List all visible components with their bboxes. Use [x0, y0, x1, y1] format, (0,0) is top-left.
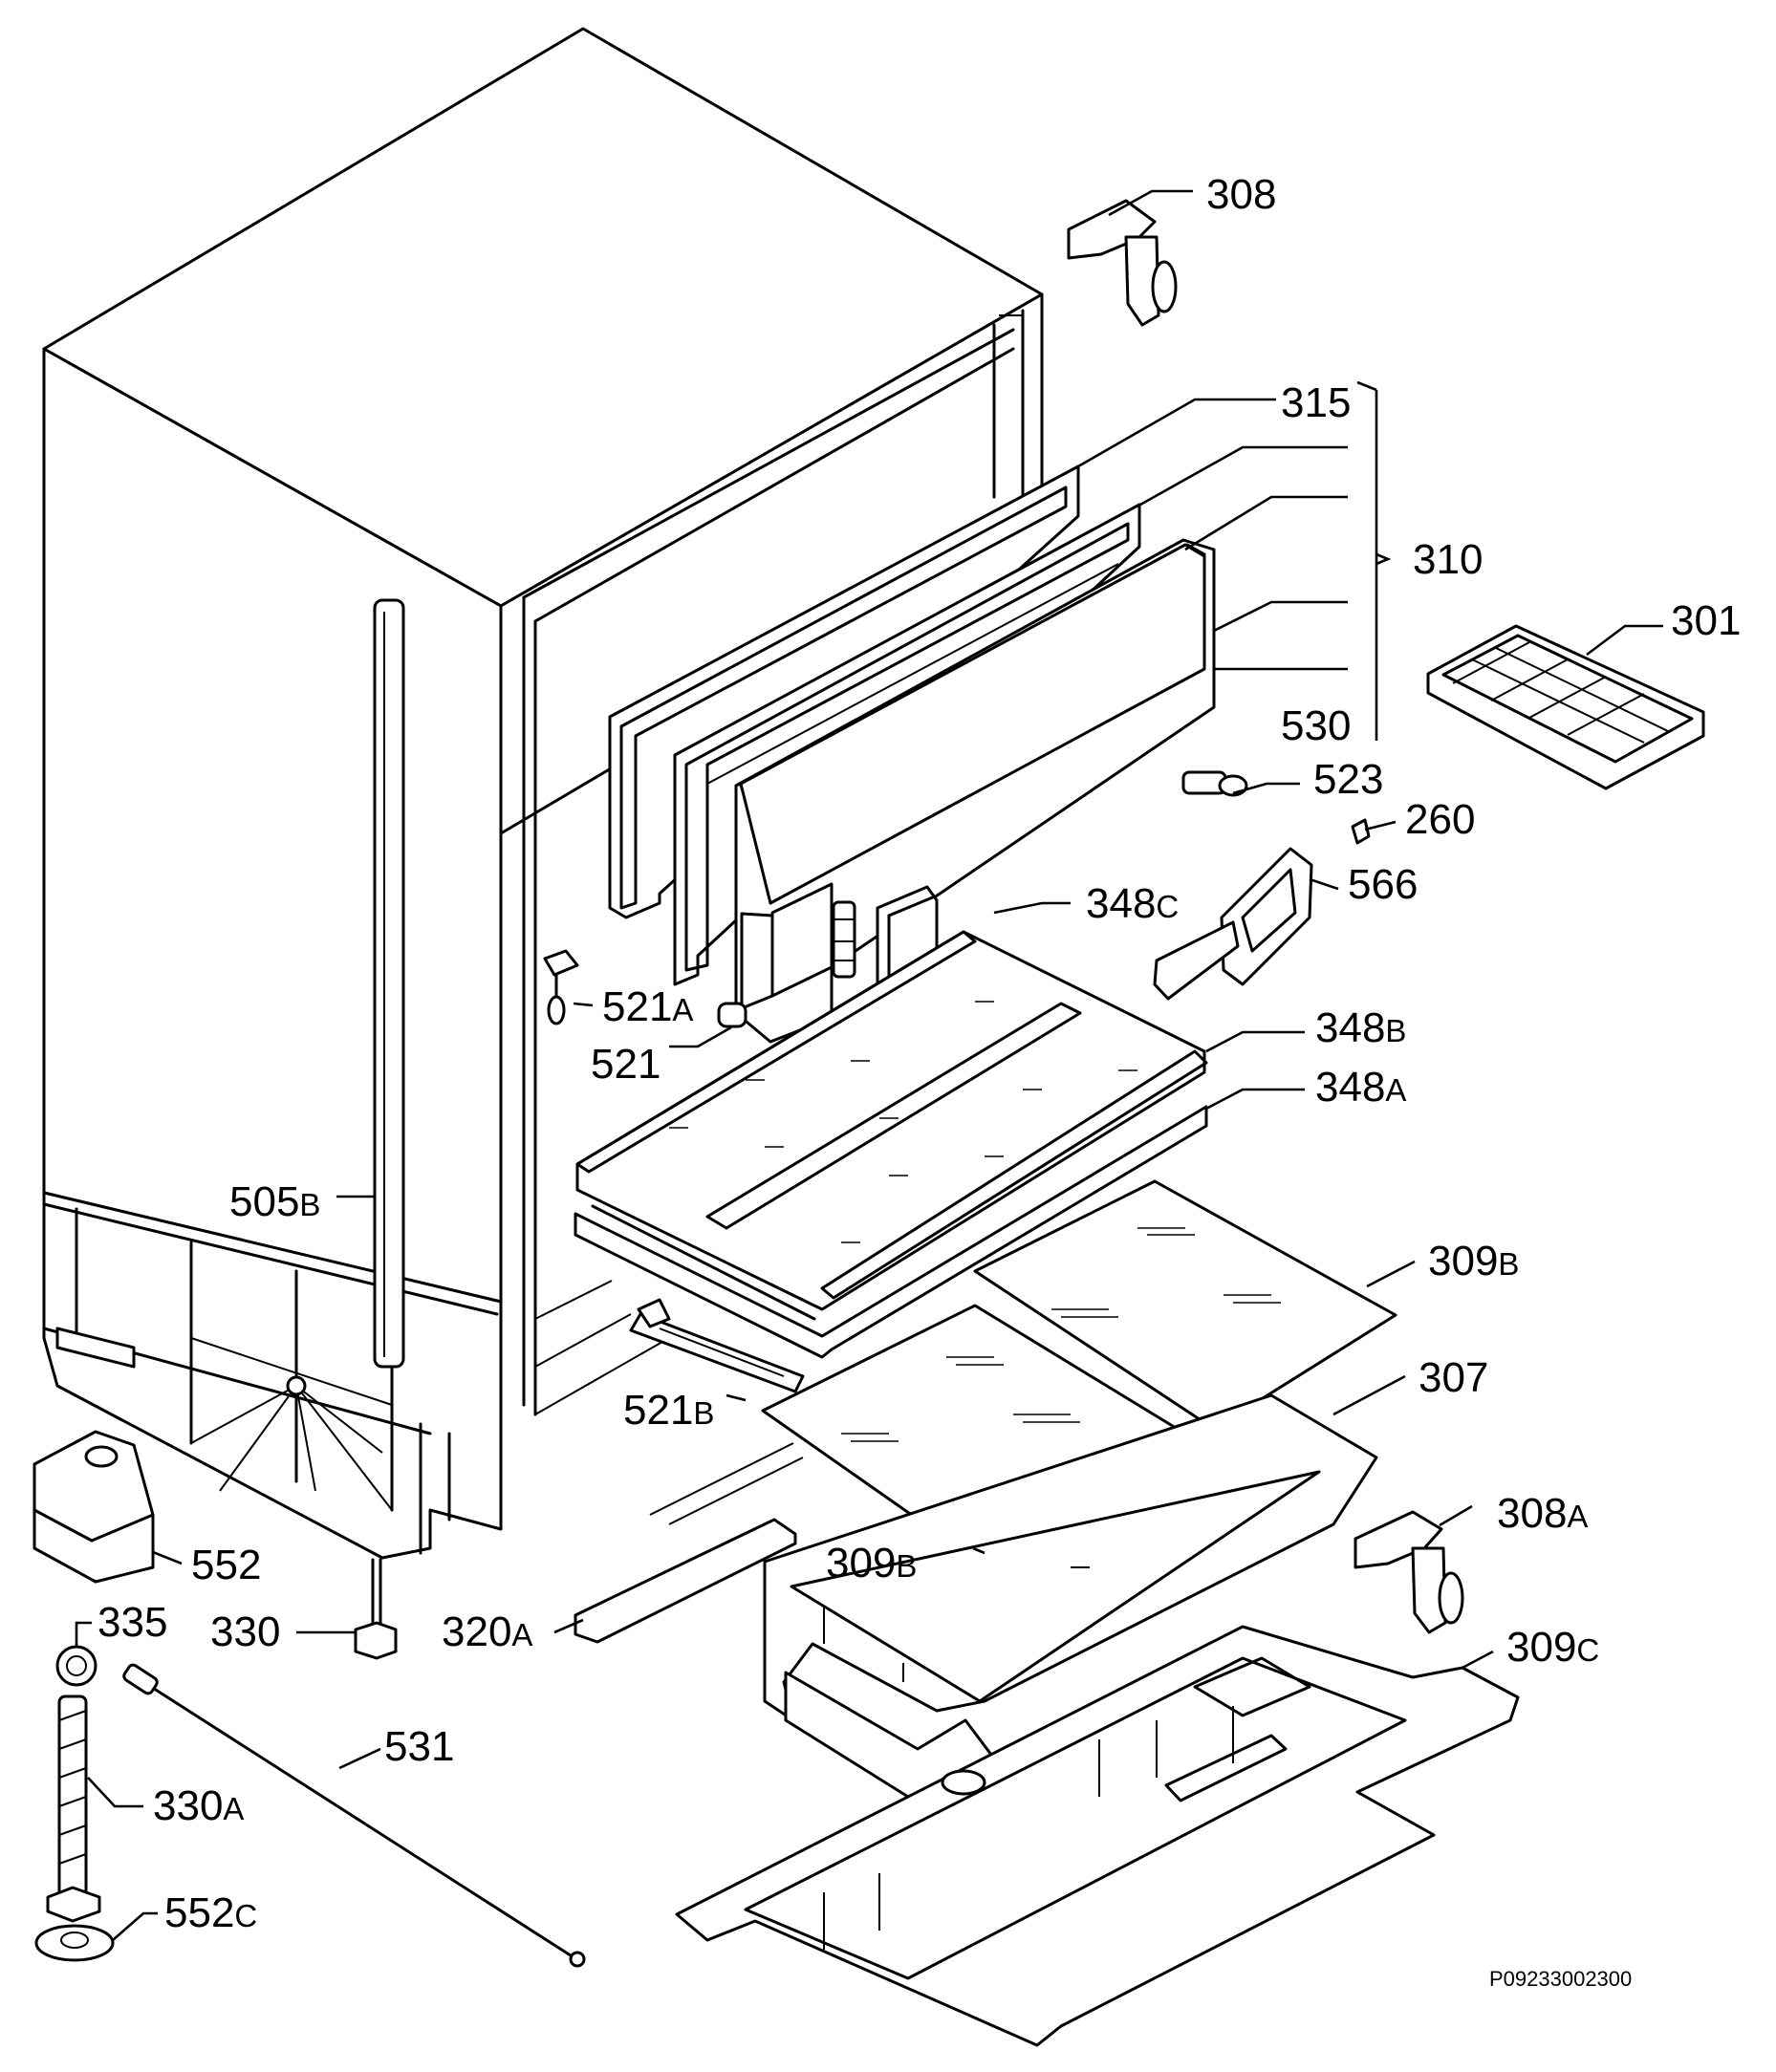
part-labels: 308 315 310 301 530 523 260 566 348C 521… [97, 171, 1741, 1991]
label-521a: 521A [602, 983, 693, 1030]
label-309b-bottom: 309B [826, 1540, 917, 1586]
label-348c: 348C [1086, 880, 1179, 927]
label-566: 566 [1348, 861, 1418, 908]
gear-335 [55, 1645, 97, 1687]
label-310: 310 [1413, 536, 1483, 583]
leader-lines [75, 189, 1663, 1941]
door-panels [608, 464, 1216, 1044]
label-521b: 521B [623, 1387, 714, 1434]
label-530: 530 [1281, 702, 1351, 749]
label-505b: 505B [229, 1178, 320, 1225]
cabinet-body [42, 27, 1044, 1560]
label-330a: 330A [153, 1782, 244, 1829]
label-309c: 309C [1506, 1624, 1599, 1671]
label-348b: 348B [1315, 1004, 1406, 1051]
hinge-308a [1354, 1510, 1464, 1634]
crisper-trim-320a [574, 1442, 804, 1644]
label-521: 521 [591, 1041, 661, 1088]
washer-552c [34, 1924, 115, 1962]
label-523: 523 [1313, 756, 1383, 803]
label-348a: 348A [1315, 1064, 1406, 1111]
label-320a: 320A [442, 1608, 532, 1655]
shelves [574, 930, 1208, 1393]
cap-521 [717, 1002, 747, 1028]
label-309b-top: 309B [1428, 1238, 1519, 1284]
label-315: 315 [1281, 379, 1351, 426]
switch-521a [543, 949, 579, 1025]
clip-260 [1351, 818, 1371, 845]
label-552: 552 [191, 1542, 261, 1588]
label-531: 531 [384, 1723, 454, 1770]
bracket-552 [32, 1430, 155, 1584]
hinge-308 [1067, 199, 1178, 327]
drawer [763, 1393, 1378, 1799]
foot-screw-330a [46, 1694, 101, 1923]
scraper-566 [1153, 847, 1313, 1001]
label-335: 335 [97, 1599, 167, 1646]
label-308a: 308A [1497, 1490, 1588, 1537]
foot-330 [354, 1558, 398, 1660]
label-308: 308 [1206, 171, 1276, 218]
base-tray [675, 1625, 1520, 2047]
rod-531 [122, 1663, 586, 1968]
label-552c: 552C [164, 1889, 257, 1936]
label-260: 260 [1405, 796, 1475, 843]
ice-tray-301 [1426, 624, 1705, 790]
label-301: 301 [1671, 597, 1741, 644]
label-330: 330 [210, 1608, 280, 1655]
label-307: 307 [1419, 1354, 1488, 1401]
drawing-code: P09233002300 [1489, 1967, 1632, 1991]
